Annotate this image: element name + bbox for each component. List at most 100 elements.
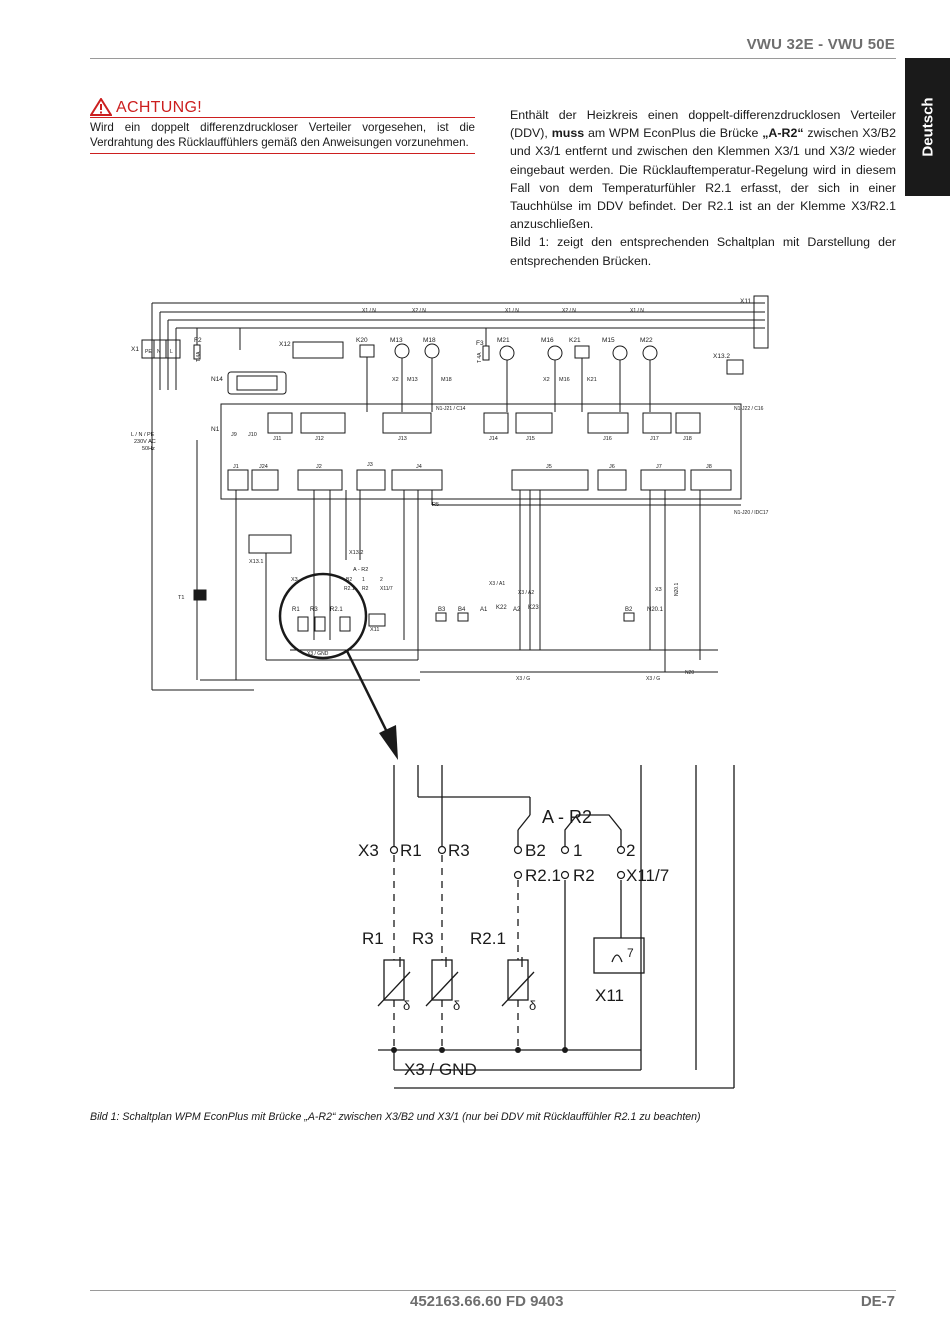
- lbl-k21b: K21: [587, 377, 597, 383]
- lbl-r2s: R2: [362, 586, 369, 592]
- lbl-n20: N20: [685, 670, 694, 676]
- lbl-r5: R5: [432, 502, 439, 508]
- lbl-m16b: M16: [559, 377, 570, 383]
- lbl-n1j22: N1-J22 / C16: [734, 406, 764, 412]
- footer-rule: [90, 1290, 896, 1291]
- lbl-x2m13: X2: [392, 377, 399, 383]
- lbl-j24: J24: [259, 464, 268, 470]
- lbl-j13: J13: [398, 436, 407, 442]
- detail-one: 1: [573, 841, 582, 860]
- intro-text-c: zwischen X3/B2 und X3/1 entfernt und zwi…: [510, 126, 896, 232]
- lbl-j9: J9: [231, 432, 237, 438]
- lbl-x3g1: X3 / G: [516, 676, 530, 682]
- lbl-x12: X12: [279, 341, 291, 348]
- lbl-j5: J5: [546, 464, 552, 470]
- intro-emphasis-muss: muss: [551, 126, 585, 141]
- detail-sensor-r1: R1: [362, 929, 384, 948]
- lbl-x3g2: X3 / G: [646, 676, 660, 682]
- warning-box: ACHTUNG! Wird ein doppelt differenzdruck…: [90, 98, 475, 154]
- lbl-j7: J7: [656, 464, 662, 470]
- intro-paragraph-1: Enthält der Heizkreis einen doppelt-diff…: [510, 106, 896, 233]
- lbl-x3r: X3: [655, 587, 662, 593]
- lbl-m15: M15: [602, 337, 615, 344]
- lbl-m13: M13: [390, 337, 403, 344]
- lbl-n201: N20.1: [647, 607, 664, 613]
- detail-r21: R2.1: [525, 866, 561, 885]
- lbl-x11: X11: [740, 298, 751, 305]
- intro-emphasis-bridge: „A-R2“: [762, 126, 804, 141]
- detail-r2: R2: [573, 866, 595, 885]
- lbl-volt: 230V AC: [134, 439, 156, 445]
- warning-body: Wird ein doppelt differenzdruckloser Ver…: [90, 121, 475, 149]
- lbl-a1: A1: [480, 607, 488, 613]
- detail-x3: X3: [358, 841, 379, 860]
- footer-page-number: DE-7: [860, 1293, 895, 1310]
- lbl-j14: J14: [489, 436, 498, 442]
- lbl-k20: K20: [356, 337, 368, 344]
- lbl-x2n-a: X2 / N: [412, 308, 426, 314]
- lbl-m16: M16: [541, 337, 554, 344]
- lbl-x3a1: X3 / A1: [489, 581, 505, 587]
- warning-head: ACHTUNG!: [90, 98, 475, 116]
- lbl-n201v: N20.1: [674, 582, 680, 596]
- lbl-r1s: R1: [292, 607, 300, 613]
- lbl-n14: N14: [211, 376, 223, 383]
- lbl-n: N: [157, 349, 161, 355]
- lbl-x2m13b: M13: [407, 377, 418, 383]
- detail-x3gnd: X3 / GND: [404, 1060, 477, 1079]
- warning-rule-bottom: [90, 153, 475, 154]
- lbl-x117s: X11/7: [380, 586, 393, 592]
- detail-delta-1: δ: [403, 998, 410, 1013]
- detail-r1: R1: [400, 841, 422, 860]
- lbl-x1: X1: [131, 346, 139, 353]
- lbl-n1j20: N1-J20 / IDC17: [734, 510, 769, 516]
- lbl-j16: J16: [603, 436, 612, 442]
- lbl-j17: J17: [650, 436, 659, 442]
- lbl-one-s: 1: [362, 577, 365, 583]
- lbl-m18b: M18: [441, 377, 452, 383]
- detail-r3: R3: [448, 841, 470, 860]
- lbl-x11s: X11: [370, 627, 379, 633]
- detail-wiring: [377, 765, 735, 1089]
- detail-sensor-r21: R2.1: [470, 929, 506, 948]
- intro-text: Enthält der Heizkreis einen doppelt-diff…: [510, 106, 896, 270]
- lbl-fuse-1: T 4A: [196, 351, 202, 362]
- lbl-x2n-b: X2 / N: [562, 308, 576, 314]
- detail-b2: B2: [525, 841, 546, 860]
- lbl-j10: J10: [248, 432, 257, 438]
- lbl-m21: M21: [497, 337, 510, 344]
- lbl-j12: J12: [315, 436, 324, 442]
- lbl-t1: T1: [178, 595, 184, 601]
- figure-caption: Bild 1: Schaltplan WPM EconPlus mit Brüc…: [90, 1111, 701, 1123]
- language-tab[interactable]: Deutsch: [905, 58, 950, 196]
- header-rule: [90, 58, 896, 59]
- detail-sensor-r3: R3: [412, 929, 434, 948]
- lbl-b4: B4: [458, 607, 466, 613]
- detail-x117: X11/7: [626, 866, 669, 885]
- lbl-x1n-a: X1 / N: [362, 308, 376, 314]
- lbl-r21s: R2.1: [344, 586, 355, 592]
- lbl-k21: K21: [569, 337, 581, 344]
- footer-doc-number: 452163.66.60 FD 9403: [410, 1293, 564, 1310]
- lbl-j18: J18: [683, 436, 692, 442]
- intro-paragraph-2: Bild 1: zeigt den entsprechenden Schaltp…: [510, 235, 896, 268]
- lbl-b3: B3: [438, 607, 446, 613]
- warning-triangle-icon: [90, 98, 112, 116]
- warning-title: ACHTUNG!: [116, 99, 202, 116]
- lbl-l: L: [170, 349, 173, 355]
- detail-seven: 7: [627, 946, 634, 960]
- lbl-k23: K23: [528, 605, 539, 611]
- lbl-x131: X13.1: [249, 559, 263, 565]
- lbl-two-s: 2: [380, 577, 383, 583]
- header-title: VWU 32E - VWU 50E: [746, 36, 895, 53]
- lbl-freq: 50Hz: [142, 446, 155, 452]
- lbl-x1n-b: X1 / N: [505, 308, 519, 314]
- lbl-j3: J3: [367, 462, 373, 468]
- detail-two: 2: [626, 841, 635, 860]
- lbl-j8: J8: [706, 464, 712, 470]
- lbl-x2m16: X2: [543, 377, 550, 383]
- lbl-j11: J11: [273, 436, 281, 442]
- detail-delta-2: δ: [453, 998, 460, 1013]
- lbl-k22: K22: [496, 605, 507, 611]
